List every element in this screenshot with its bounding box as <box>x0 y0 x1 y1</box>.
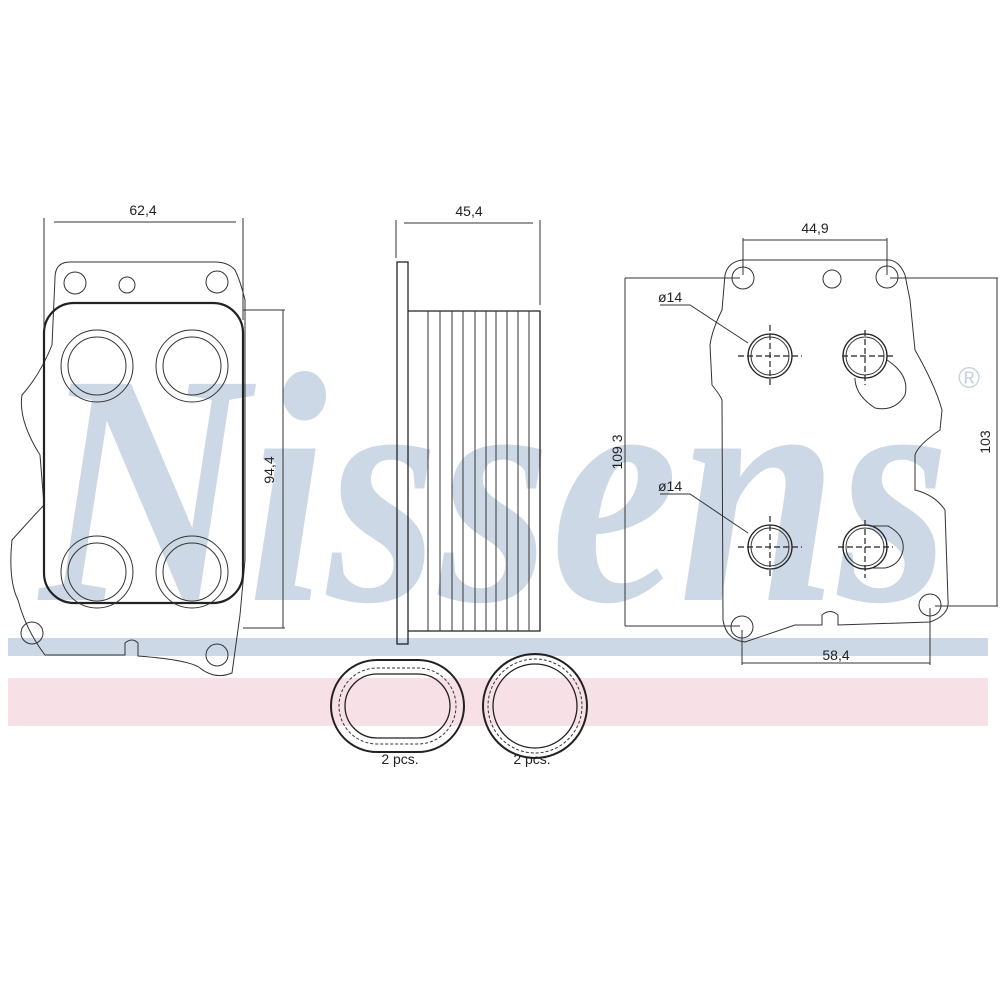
rear-ports <box>738 325 907 578</box>
dim-port-diameter-lower: ø14 <box>658 478 682 494</box>
gasket-oval: 2 pcs. <box>330 659 465 767</box>
watermark-band-blue <box>8 638 988 656</box>
dim-front-height: 94,4 <box>261 456 277 483</box>
dim-overall-height: 109 3 <box>609 434 625 469</box>
gasket-flange-outline <box>10 261 246 677</box>
ports <box>60 329 229 609</box>
gasket-round: 2 pcs. <box>482 653 588 767</box>
dim-top-hole-spacing: 44,9 <box>801 220 828 236</box>
side-flange <box>396 261 409 645</box>
core-plate <box>42 301 245 605</box>
front-view: 62,4 94,4 <box>10 202 285 677</box>
dim-front-width: 62,4 <box>129 202 156 218</box>
dim-bottom-hole-spacing: 58,4 <box>822 647 849 663</box>
registered-mark: ® <box>958 362 980 395</box>
dim-hole-height: 103 <box>977 430 993 454</box>
cooler-fins <box>427 311 530 631</box>
gasket-round-quantity: 2 pcs. <box>513 751 550 767</box>
rear-view: 44,9 58,4 109 3 103 ø14 ø14 <box>609 220 998 665</box>
leader-lines <box>660 304 749 534</box>
watermark-logo: Nissens <box>36 307 950 672</box>
mounting-holes <box>20 270 229 667</box>
dim-side-depth: 45,4 <box>455 203 482 219</box>
dim-port-diameter-upper: ø14 <box>658 289 682 305</box>
gasket-oval-quantity: 2 pcs. <box>381 751 418 767</box>
side-view: 45,4 <box>395 203 541 645</box>
rear-plate-outline <box>709 259 949 643</box>
